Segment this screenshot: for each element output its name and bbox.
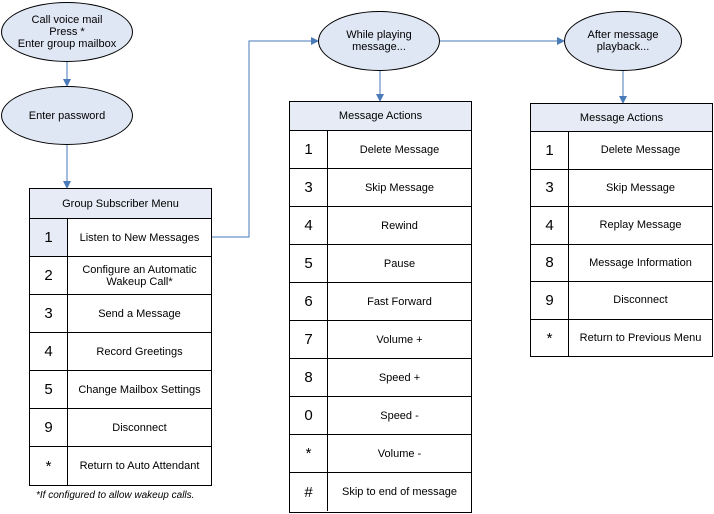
menu-action-label: Record Greetings	[96, 345, 183, 358]
menu-key: 9	[30, 409, 68, 446]
menu-row: 0 Speed -	[290, 397, 471, 435]
menu-action-label: Send a Message	[98, 307, 181, 320]
menu-row: 4 Replay Message	[531, 207, 712, 245]
menu-row: 8 Message Information	[531, 244, 712, 282]
menu-action-label: Replay Message	[599, 219, 682, 232]
menu-row: 7 Volume +	[290, 321, 471, 359]
menu-action-label: Volume +	[376, 333, 423, 346]
menu-action-label: Speed +	[378, 371, 421, 384]
menu-key: 1	[531, 132, 569, 169]
node-call-label: Call voice mail Press * Enter group mail…	[17, 14, 117, 50]
menu-row: 8 Speed +	[290, 359, 471, 397]
group-subscriber-menu: Group Subscriber Menu 1 Listen to New Mes…	[29, 188, 212, 486]
menu-row: 6 Fast Forward	[290, 283, 471, 321]
node-enter-password: Enter password	[1, 86, 133, 145]
group-menu-rows: 1 Listen to New Messages 2 Configure an Aut…	[30, 219, 211, 485]
node-after-label: After message playback...	[587, 29, 659, 53]
after-menu-rows: 1 Delete Message 3 Skip Message 4 Replay Mess…	[531, 132, 712, 357]
menu-row: * Return to Previous Menu	[531, 319, 712, 357]
menu-row: 5 Pause	[290, 245, 471, 283]
menu-action-label: Fast Forward	[367, 295, 432, 308]
menu-row: 1 Delete Message	[290, 131, 471, 169]
menu-action-label: Disconnect	[613, 294, 668, 307]
menu-key: *	[531, 319, 569, 357]
menu-key: 2	[30, 257, 68, 294]
arrow-listen-to-playing	[212, 37, 319, 238]
after-message-actions: Message Actions 1 Delete Message 3 Skip Mes…	[530, 103, 713, 357]
menu-key: 4	[531, 207, 569, 244]
node-password-label: Enter password	[28, 109, 106, 122]
group-menu-title: Group Subscriber Menu	[30, 189, 211, 219]
menu-key: 1	[30, 219, 68, 256]
menu-action-label: Change Mailbox Settings	[78, 383, 201, 396]
playing-menu-rows: 1 Delete Message 3 Skip Message 4 Rewind 5 Paus…	[290, 131, 471, 511]
menu-key: 7	[290, 321, 328, 358]
menu-key: 4	[30, 333, 68, 370]
menu-action-label: Configure an Automatic Wakeup Call*	[82, 263, 197, 288]
menu-key: 9	[531, 282, 569, 319]
menu-row: 4 Record Greetings	[30, 333, 211, 371]
menu-row: 5 Change Mailbox Settings	[30, 371, 211, 409]
playing-message-actions: Message Actions 1 Delete Message 3 Skip Mes…	[289, 101, 472, 513]
menu-action-label: Rewind	[381, 219, 418, 232]
menu-action-label: Skip Message	[364, 181, 435, 194]
menu-key: 3	[290, 169, 328, 206]
menu-key: 5	[290, 245, 328, 282]
menu-row: # Skip to end of message	[290, 473, 471, 511]
menu-row: 3 Skip Message	[531, 169, 712, 207]
menu-row: 1 Listen to New Messages	[30, 219, 211, 257]
menu-key: 5	[30, 371, 68, 408]
menu-key: 8	[531, 244, 569, 281]
menu-row: * Volume -	[290, 435, 471, 473]
node-after-playback: After message playback...	[564, 11, 682, 71]
menu-key: *	[30, 447, 68, 485]
menu-action-label: Listen to New Messages	[79, 231, 200, 244]
menu-row: 9 Disconnect	[531, 282, 712, 320]
menu-row: 2 Configure an Automatic Wakeup Call*	[30, 257, 211, 295]
menu-row: 4 Rewind	[290, 207, 471, 245]
menu-action-label: Disconnect	[112, 421, 167, 434]
menu-action-label: Return to Previous Menu	[579, 332, 702, 345]
menu-action-label: Message Information	[589, 256, 692, 269]
menu-action-label: Delete Message	[359, 143, 440, 156]
menu-key: #	[290, 473, 328, 511]
menu-action-label: Speed -	[380, 409, 419, 422]
node-call-voicemail: Call voice mail Press * Enter group mail…	[1, 2, 133, 62]
menu-row: 3 Send a Message	[30, 295, 211, 333]
menu-action-label: Volume -	[377, 447, 422, 460]
menu-key: *	[290, 435, 328, 472]
menu-action-label: Return to Auto Attendant	[79, 460, 200, 472]
menu-key: 4	[290, 207, 328, 244]
menu-key: 3	[30, 295, 68, 332]
menu-action-label: Pause	[383, 257, 416, 270]
menu-key: 6	[290, 283, 328, 320]
footnote: *If configured to allow wakeup calls.	[36, 490, 195, 501]
menu-key: 3	[531, 169, 569, 206]
after-menu-title: Message Actions	[531, 104, 712, 132]
node-while-playing: While playing message...	[318, 11, 440, 71]
menu-action-label: Skip to end of message	[342, 486, 457, 498]
menu-action-label: Delete Message	[600, 144, 681, 157]
menu-row: 3 Skip Message	[290, 169, 471, 207]
menu-key: 1	[290, 131, 328, 168]
node-playing-label: While playing message...	[346, 29, 412, 53]
menu-row: 9 Disconnect	[30, 409, 211, 447]
menu-row: 1 Delete Message	[531, 132, 712, 170]
menu-action-label: Skip Message	[605, 181, 676, 194]
menu-key: 8	[290, 359, 328, 396]
menu-row: * Return to Auto Attendant	[30, 447, 211, 485]
menu-key: 0	[290, 397, 328, 434]
playing-menu-title: Message Actions	[290, 102, 471, 131]
